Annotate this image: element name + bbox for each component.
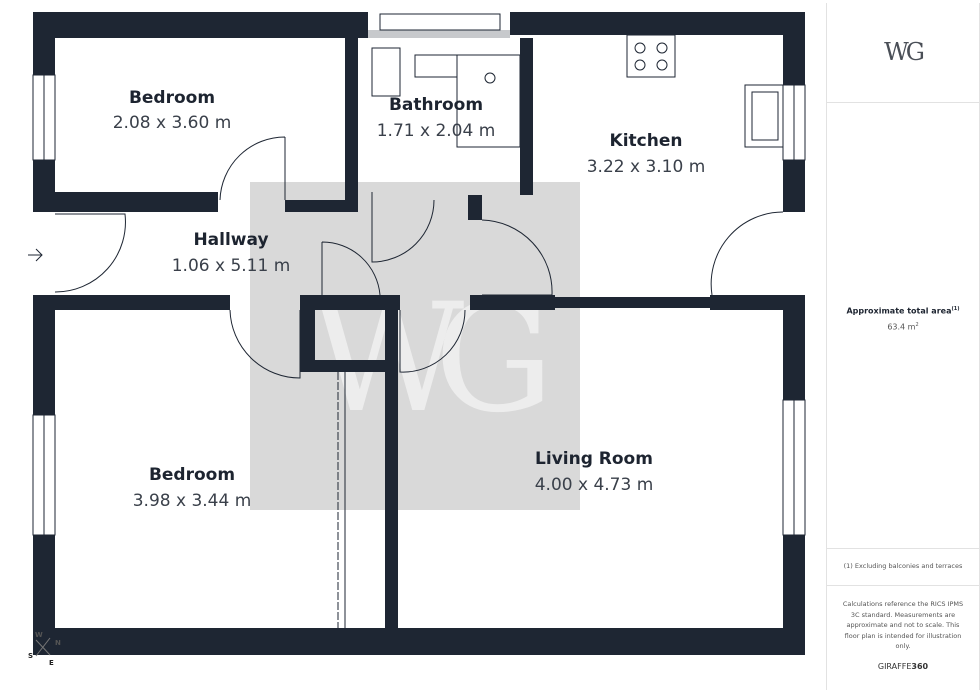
svg-text:W: W xyxy=(35,631,43,639)
area-unit-sup: 2 xyxy=(915,321,919,328)
info-panel: WG Approximate total area(1) 63.4 m2 (1)… xyxy=(826,3,980,690)
wardrobe xyxy=(337,372,346,628)
area-footnote-mark: (1) xyxy=(951,306,960,312)
doors xyxy=(28,136,784,379)
room-dims: 3.98 x 3.44 m xyxy=(133,491,252,511)
brand-b: 360 xyxy=(911,661,929,671)
logo-section: WG xyxy=(827,3,979,103)
kitchen-fixtures xyxy=(626,34,784,148)
room-name: Hallway xyxy=(193,230,268,250)
room-dims: 1.71 x 2.04 m xyxy=(377,121,496,141)
svg-text:N: N xyxy=(55,639,61,647)
svg-text:E: E xyxy=(49,659,54,667)
svg-text:S: S xyxy=(28,652,33,660)
bathroom-fixtures xyxy=(371,47,521,148)
brand-logo: WG xyxy=(884,38,925,66)
room-dims: 4.00 x 4.73 m xyxy=(535,475,654,495)
giraffe360-logo: GIRAFFE360 xyxy=(827,662,979,671)
room-name: Bedroom xyxy=(149,465,235,485)
disclaimer-section: Calculations reference the RICS IPMS 3C … xyxy=(827,585,979,690)
room-name: Bathroom xyxy=(389,95,483,115)
brand-a: GIRAFFE xyxy=(877,661,912,671)
area-value: 63.4 m2 xyxy=(827,322,979,332)
compass-icon: W N S E xyxy=(28,631,61,667)
room-dims: 2.08 x 3.60 m xyxy=(113,113,232,133)
footnote: (1) Excluding balconies and terraces xyxy=(827,548,979,586)
room-dims: 3.22 x 3.10 m xyxy=(587,157,706,177)
disclaimer: Calculations reference the RICS IPMS 3C … xyxy=(842,600,964,650)
room-name: Kitchen xyxy=(610,131,683,151)
floor-plan: WG xyxy=(28,12,806,667)
window-lines xyxy=(43,75,795,535)
room-name: Living Room xyxy=(535,449,653,469)
room-name: Bedroom xyxy=(129,88,215,108)
area-title-text: Approximate total area xyxy=(846,306,952,316)
room-dims: 1.06 x 5.11 m xyxy=(172,256,291,276)
area-value-text: 63.4 m xyxy=(887,322,916,332)
area-section: Approximate total area(1) 63.4 m2 xyxy=(827,102,979,549)
area-title: Approximate total area(1) xyxy=(827,306,979,316)
